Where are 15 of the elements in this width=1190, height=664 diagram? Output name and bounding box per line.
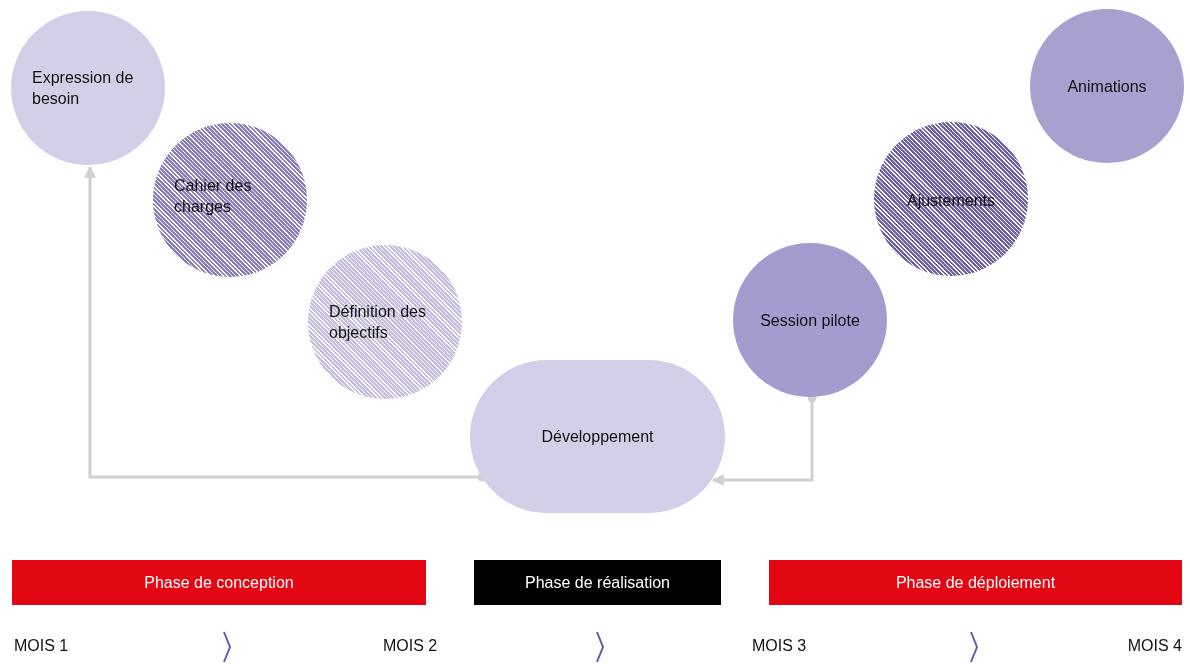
node-text: Définition des objectifs — [329, 302, 427, 343]
phase-bar — [769, 560, 1182, 605]
month-label: MOIS 1 — [14, 637, 69, 655]
node-text: Session pilote — [760, 310, 860, 331]
month-label: MOIS 3 — [752, 637, 807, 655]
node-text: Phase de déploiement — [895, 573, 1056, 593]
phase-bar — [12, 560, 426, 605]
month-label: MOIS 4 — [1127, 637, 1182, 655]
node-text: Développement — [541, 427, 654, 447]
month-label: MOIS 2 — [383, 637, 438, 655]
node-text: Expression de besoin — [32, 68, 135, 109]
node-text: Animations — [1067, 76, 1147, 97]
node-text: Phase de conception — [144, 573, 294, 593]
phase-bar — [474, 560, 721, 605]
node-text: Phase de réalisation — [525, 573, 670, 593]
